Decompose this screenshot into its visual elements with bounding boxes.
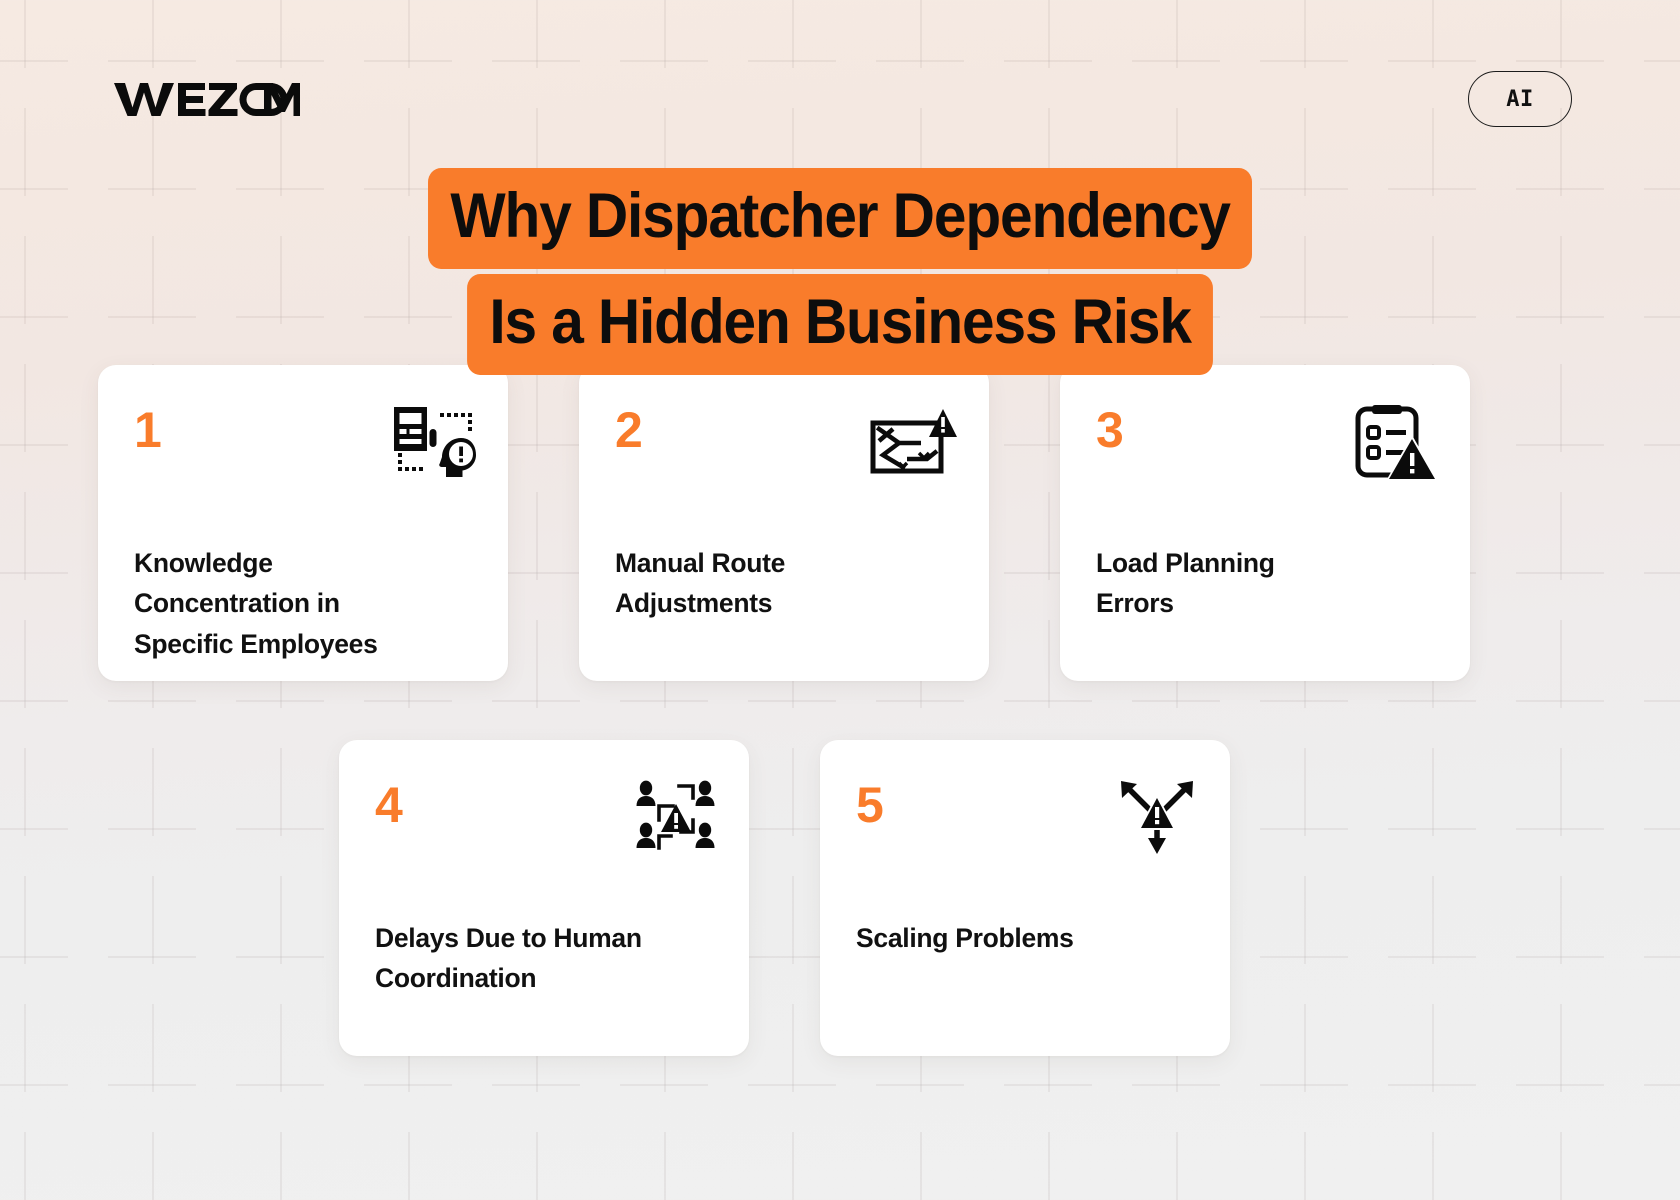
- scaling-arrows-warning-icon: [1116, 778, 1198, 861]
- page-title-line-2: Is a Hidden Business Risk: [466, 274, 1214, 375]
- card-2-title: Manual Route Adjustments: [615, 548, 786, 619]
- page-title-line-1: Why Dispatcher Dependency: [427, 168, 1253, 269]
- card-1-title: Knowledge Concentration in Specific Empl…: [134, 548, 378, 659]
- card-4[interactable]: 4: [339, 740, 749, 1056]
- card-1[interactable]: 1: [98, 365, 508, 681]
- card-5-title: Scaling Problems: [856, 923, 1074, 953]
- clipboard-warning-icon: [1350, 403, 1438, 486]
- ai-badge-label: AI: [1506, 86, 1534, 112]
- card-3[interactable]: 3 Load Planning Errors: [1060, 365, 1470, 681]
- header-bar: WEZOM AI: [0, 0, 1680, 180]
- wezom-logo[interactable]: WEZOM: [112, 75, 300, 123]
- card-5-number: 5: [856, 777, 884, 833]
- page-title: Why Dispatcher Dependency Is a Hidden Bu…: [0, 168, 1680, 375]
- card-1-number: 1: [134, 402, 162, 458]
- people-network-warning-icon: [635, 778, 717, 861]
- card-3-title: Load Planning Errors: [1096, 548, 1275, 619]
- card-3-number: 3: [1096, 402, 1124, 458]
- card-5[interactable]: 5 Scaling Problems: [820, 740, 1230, 1056]
- map-route-warning-icon: [869, 403, 957, 486]
- document-head-alert-icon: [388, 403, 476, 486]
- ai-badge[interactable]: AI: [1468, 71, 1572, 127]
- card-4-title: Delays Due to Human Coordination: [375, 923, 642, 994]
- card-2-number: 2: [615, 402, 643, 458]
- card-2[interactable]: 2 Manual Route Adjustments: [579, 365, 989, 681]
- card-4-number: 4: [375, 777, 403, 833]
- wezom-logo-icon: [114, 83, 300, 116]
